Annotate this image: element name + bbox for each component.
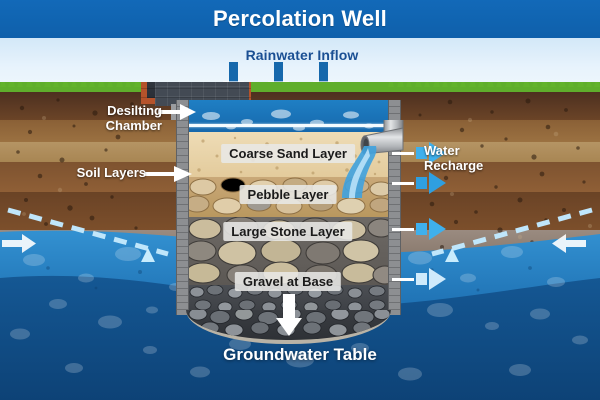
infiltration-arrow-icon (276, 294, 302, 336)
recharge-label-line1: Water (424, 143, 460, 158)
page-title: Percolation Well (213, 6, 387, 31)
water-table-marker-icon (141, 248, 155, 262)
water-recharge-arrow-icon (392, 268, 446, 290)
flow-arrow-left-icon (2, 234, 36, 253)
desilting-chamber-label: Desilting Chamber (70, 103, 162, 133)
water-table-marker-icon (445, 248, 459, 262)
label-gravel-base: Gravel at Base (234, 272, 342, 291)
water-recharge-label: Water Recharge (424, 143, 514, 173)
callout-arrows-left (144, 104, 196, 182)
grass-strip (0, 82, 600, 92)
water-surface-line (189, 124, 388, 127)
title-banner: Percolation Well (0, 0, 600, 38)
rainwater-inflow-label: Rainwater Inflow (245, 47, 359, 63)
groundwater-table-label: Groundwater Table (223, 345, 377, 364)
water-table-indicator (2, 207, 593, 262)
soil-layers-label: Soil Layers (76, 165, 146, 180)
flow-arrow-right-icon (552, 234, 586, 253)
desilting-label-line2: Chamber (105, 118, 162, 133)
well-wall-right (388, 100, 401, 315)
water-recharge-arrow-icon (392, 142, 446, 164)
label-coarse-sand: Coarse Sand Layer (221, 144, 355, 163)
water-recharge-arrow-icon (392, 218, 446, 240)
grass-blades-icon (0, 82, 600, 87)
desilting-callout-arrow-icon (158, 104, 196, 120)
sky-background (0, 38, 600, 88)
recharge-arrows-group (392, 142, 446, 290)
desilting-label-line1: Desilting (107, 103, 162, 118)
soil-callout-arrow-icon (144, 166, 192, 182)
label-pebble: Pebble Layer (239, 185, 337, 204)
ground-cross-section: Coarse Sand Layer Pebble Layer Large Sto… (0, 82, 600, 400)
recharge-label-line2: Recharge (424, 158, 484, 173)
water-jet (342, 146, 377, 198)
label-large-stone: Large Stone Layer (223, 222, 353, 241)
water-recharge-arrow-icon (392, 172, 446, 194)
